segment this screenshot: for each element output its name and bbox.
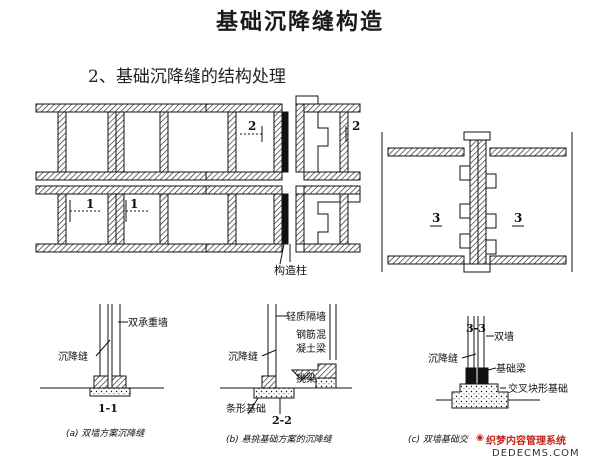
detail-c-section: [436, 316, 540, 409]
section-2-right-label: 2: [352, 119, 360, 133]
detail-b-rc-beam-line1: 钢筋混: [296, 328, 326, 341]
detail-b-cantilever-label: 挑梁: [296, 372, 316, 385]
detail-b-strip-footing-label: 条形基础: [226, 402, 266, 415]
detail-b-section-label: 2-2: [272, 414, 292, 427]
section-3-left-label: 3: [432, 211, 440, 225]
watermark: ◉ 织梦内容管理系统 DEDECMS.COM: [474, 424, 598, 466]
detail-c-double-wall-label: 双墙: [494, 330, 514, 343]
detail-c-cross-footing-label: 交叉块形基础: [508, 382, 568, 395]
watermark-line2: DEDECMS.COM: [492, 448, 580, 459]
detail-a-joint-label: 沉降缝: [58, 350, 88, 363]
section-3-right-label: 3: [514, 211, 522, 225]
detail-a-section-label: 1-1: [98, 402, 118, 415]
detail-a-section: [40, 304, 164, 397]
section-1-left-label: 1: [86, 197, 94, 211]
section-subtitle: 2、基础沉降缝的结构处理: [88, 67, 286, 87]
plan-double-wall: [35, 103, 207, 253]
section-2-left-label: 2: [248, 119, 256, 133]
detail-c-joint-label: 沉降缝: [428, 352, 458, 365]
wechat-icon: ◉: [476, 433, 484, 443]
detail-b-section: [220, 304, 352, 415]
watermark-line1: 织梦内容管理系统: [486, 436, 566, 447]
structural-column-label: 构造柱: [274, 263, 307, 277]
detail-c-caption: (c) 双墙基础交: [408, 434, 469, 445]
plan-cantilever: [205, 95, 361, 265]
detail-b-rc-beam-line2: 凝土梁: [296, 342, 326, 355]
detail-a-wall-label: 双承重墙: [128, 316, 168, 329]
detail-c-foundation-beam-label: 基础梁: [496, 362, 526, 375]
detail-b-light-wall-label: 轻质隔墙: [286, 310, 326, 323]
detail-a-caption: (a) 双墙方案沉降缝: [66, 428, 145, 439]
plan-cross-footing: [381, 131, 573, 273]
detail-c-section-label: 3-3: [466, 322, 486, 335]
detail-b-caption: (b) 悬挑基础方案的沉降缝: [226, 434, 333, 445]
detail-b-joint-label: 沉降缝: [228, 350, 258, 363]
page-title: 基础沉降缝构造: [215, 9, 384, 35]
section-1-right-label: 1: [130, 197, 138, 211]
